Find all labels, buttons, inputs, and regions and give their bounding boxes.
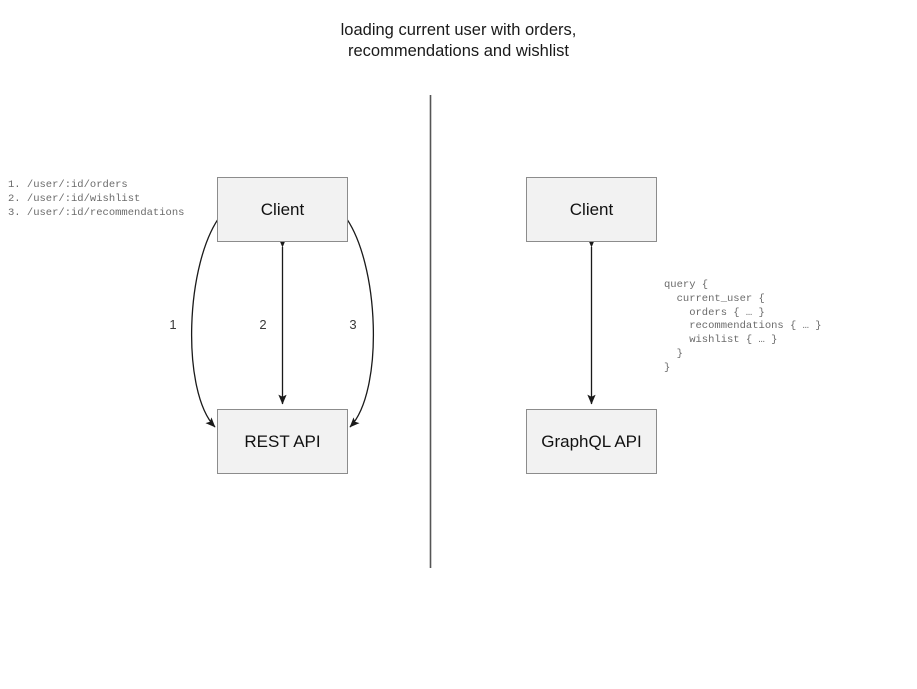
node-graphql-client[interactable]: Client bbox=[526, 177, 657, 242]
page-title: loading current user with orders, recomm… bbox=[340, 21, 577, 60]
edge-label-3: 3 bbox=[349, 317, 357, 332]
rest-edge-1 bbox=[191, 205, 230, 428]
graphql-query-snippet: query { current_user { orders { … } reco… bbox=[664, 279, 822, 374]
node-rest-client[interactable]: Client bbox=[217, 177, 348, 242]
edge-label-1: 1 bbox=[169, 317, 177, 332]
rest-endpoints-list: 1. /user/:id/orders 2. /user/:id/wishlis… bbox=[8, 179, 185, 219]
node-graphql-api[interactable]: GraphQL API bbox=[526, 409, 657, 474]
node-graphql-api-label: GraphQL API bbox=[541, 431, 642, 451]
edge-label-2: 2 bbox=[259, 317, 267, 332]
rest-edge-3 bbox=[335, 205, 374, 428]
node-rest-api[interactable]: REST API bbox=[217, 409, 348, 474]
node-rest-api-label: REST API bbox=[244, 431, 321, 451]
node-rest-client-label: Client bbox=[260, 199, 305, 219]
node-graphql-client-label: Client bbox=[569, 199, 614, 219]
